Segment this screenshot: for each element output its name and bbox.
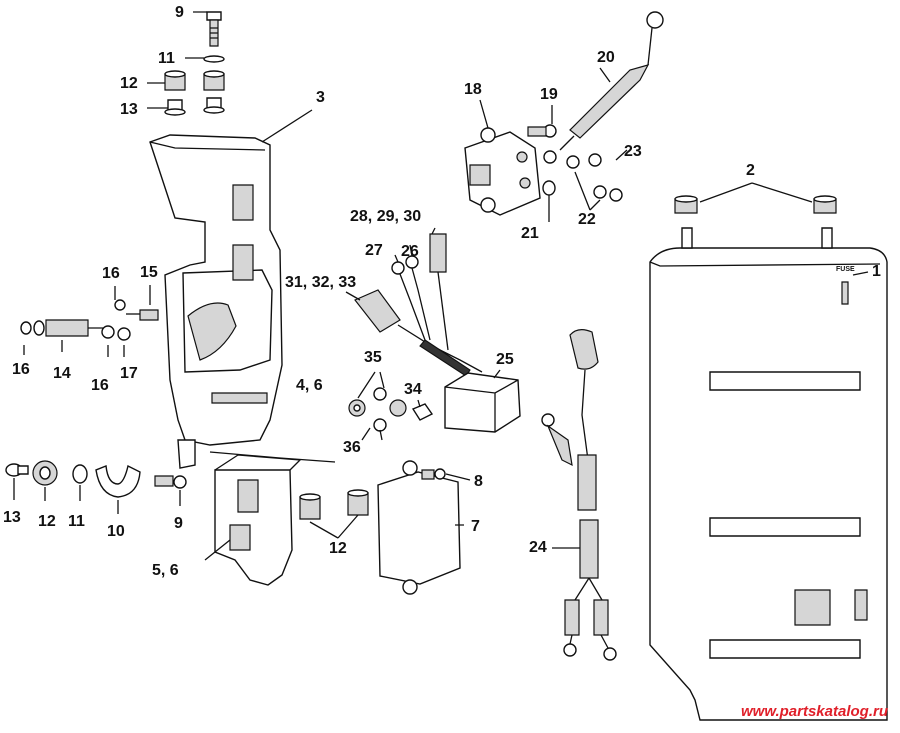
callout-35: 35 <box>364 349 382 366</box>
connector-31-32-33 <box>354 289 483 377</box>
washer-21 <box>542 180 556 196</box>
callout-16: 16 <box>91 377 109 394</box>
leader-lines-bottom-left <box>13 478 181 514</box>
standoff-14-assembly <box>20 319 131 341</box>
cover-grommets-2 <box>674 195 837 214</box>
callout-34: 34 <box>404 381 422 398</box>
watermark-text: www.partskatalog.ru <box>741 703 888 720</box>
callout-13: 13 <box>3 509 21 526</box>
bolt-19 <box>527 124 557 138</box>
callout-9: 9 <box>174 515 183 532</box>
callout-18: 18 <box>464 81 482 98</box>
o-ring-11-top <box>203 55 225 63</box>
bolt-8 <box>421 468 446 480</box>
connectors-28-29-30 <box>429 233 449 351</box>
module-25 <box>444 372 521 433</box>
callout-10: 10 <box>107 523 125 540</box>
electrical-box-1 <box>649 227 888 721</box>
sleeve-13-bottom <box>5 463 29 477</box>
leader-lines-box <box>699 182 869 276</box>
callout-16: 16 <box>102 265 120 282</box>
callout-14: 14 <box>53 365 71 382</box>
callout-12: 12 <box>38 513 56 530</box>
parts-35-36 <box>348 387 407 432</box>
callout-31-32-33: 31, 32, 33 <box>285 274 357 291</box>
callout-1: 1 <box>872 263 881 280</box>
callout-16: 16 <box>12 361 30 378</box>
cable-20 <box>543 11 664 164</box>
callout-22: 22 <box>578 211 596 228</box>
leader-lines-solenoid <box>479 67 628 222</box>
clamp-10 <box>95 464 141 498</box>
grommets-12-bottom <box>299 489 369 520</box>
bolt-15 <box>114 299 159 321</box>
callout-12: 12 <box>329 540 347 557</box>
leader-5-6 <box>204 539 231 561</box>
terminal-27 <box>391 261 426 341</box>
solenoid-18 <box>464 127 541 216</box>
callout-8: 8 <box>474 473 483 490</box>
callout-3: 3 <box>316 89 325 106</box>
callout-36: 36 <box>343 439 361 456</box>
callout-25: 25 <box>496 351 514 368</box>
part-34 <box>411 403 434 421</box>
terminal-26 <box>405 255 431 341</box>
callout-12: 12 <box>120 75 138 92</box>
callout-23: 23 <box>624 143 642 160</box>
bolt-9-bottom <box>154 475 187 489</box>
callout-24: 24 <box>529 539 547 556</box>
fuse-label: FUSE <box>836 266 855 273</box>
nuts-22-23 <box>566 153 623 202</box>
leader-lines-top-stack <box>147 11 207 109</box>
callout-2: 2 <box>746 162 755 179</box>
callout-15: 15 <box>140 264 158 281</box>
callout-5-6: 5, 6 <box>152 562 179 579</box>
callout-13: 13 <box>120 101 138 118</box>
callout-9: 9 <box>175 4 184 21</box>
terminal-block-7 <box>377 460 461 595</box>
leader-lines-standoff <box>23 285 151 357</box>
callout-11: 11 <box>68 513 85 530</box>
grommets-12-top <box>164 70 225 91</box>
callout-11: 11 <box>158 50 175 67</box>
callout-27: 27 <box>365 242 383 259</box>
grommet-12-bottom <box>32 460 58 486</box>
mounting-bracket-3 <box>149 134 336 469</box>
lower-bracket-5 <box>214 454 302 586</box>
sleeves-13-top <box>164 97 225 116</box>
leader-lines-harness <box>345 227 501 441</box>
harness-24 <box>541 329 617 661</box>
callout-4-6: 4, 6 <box>296 377 323 394</box>
callout-20: 20 <box>597 49 615 66</box>
callout-21: 21 <box>521 225 539 242</box>
leader-lines-block <box>309 473 471 539</box>
callout-17: 17 <box>120 365 138 382</box>
callout-19: 19 <box>540 86 558 103</box>
callout-26: 26 <box>401 243 419 260</box>
bolt-9-top <box>206 11 222 47</box>
callout-7: 7 <box>471 518 480 535</box>
leader-3 <box>261 109 313 143</box>
washer-11-bottom <box>72 464 88 484</box>
callout-28-29-30: 28, 29, 30 <box>350 208 422 225</box>
